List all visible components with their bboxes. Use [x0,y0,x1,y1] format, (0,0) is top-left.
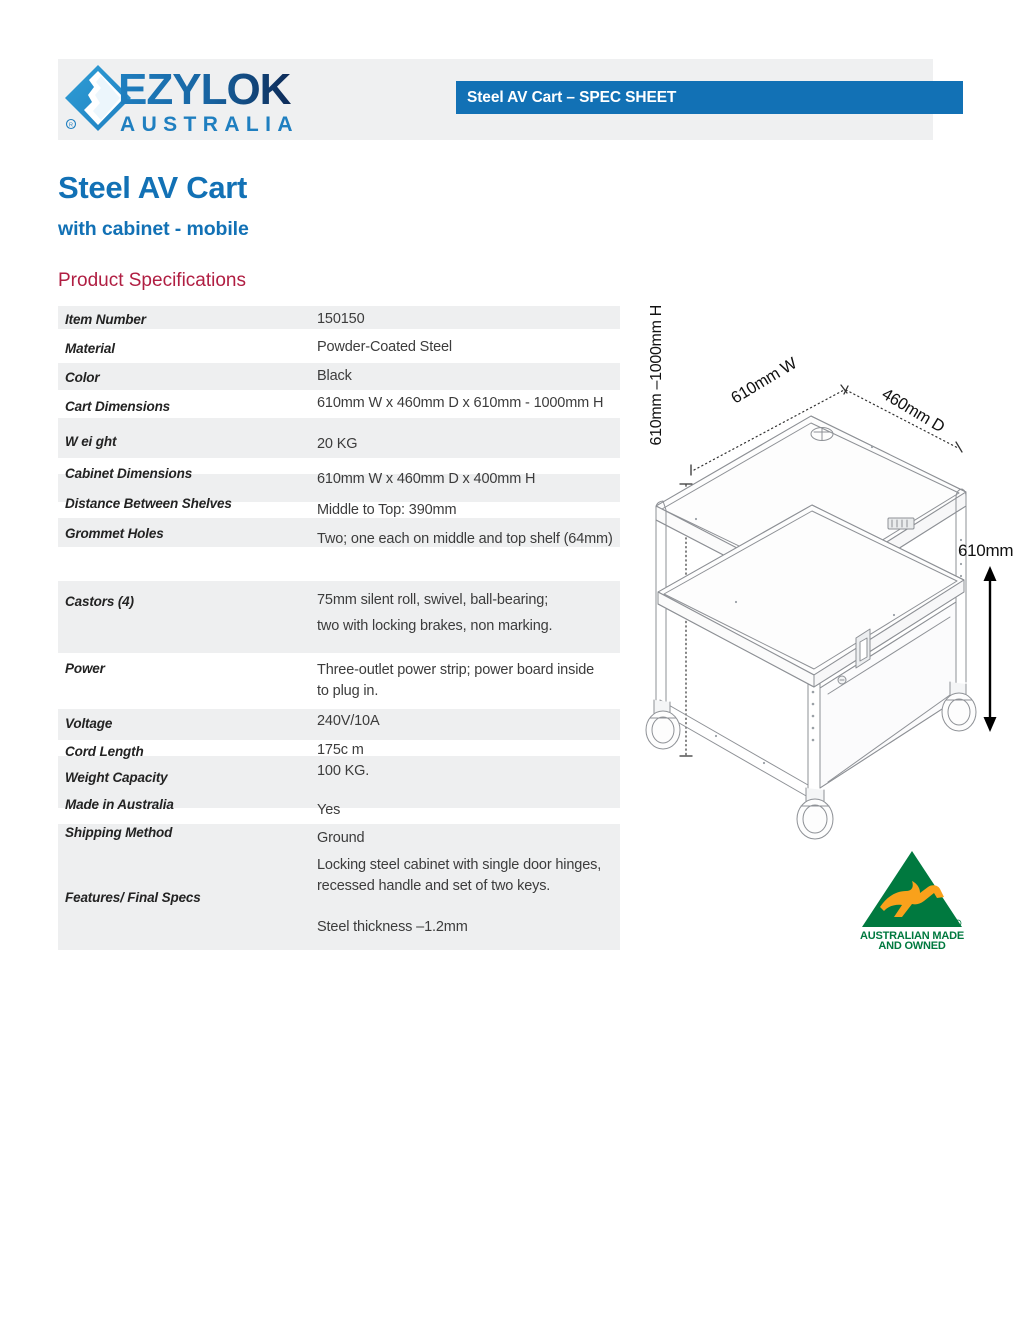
dimension-label-height: 610mm –1000mm H [648,305,665,446]
bottom-rails [659,699,809,798]
spec-label: Made in Australia [65,797,174,812]
power-strip [887,517,915,530]
spec-label: Weight Capacity [65,770,168,785]
spec-value: Black [317,368,352,384]
spec-value: Ground [317,830,365,846]
row-shading [58,854,620,950]
spec-value: 20 KG [317,436,358,452]
middle-shelf [657,504,965,688]
cabinet [819,601,957,789]
spec-label: Cabinet Dimensions [65,466,193,481]
spec-value: Powder-Coated Steel [317,339,452,355]
row-shading [58,363,620,390]
dimension-label-shelf-height: 610mm [958,541,1014,560]
spec-label: Distance Between Shelves [65,496,232,511]
aus-made-line1: AUSTRALIAN MADE [860,930,964,942]
kangaroo-icon [880,881,944,917]
row-shading [58,518,620,547]
dimension-arrow-vertical [983,566,997,732]
spec-label: Grommet Holes [65,526,164,541]
spec-label: Power [65,661,105,676]
spec-value: 100 KG. [317,763,370,779]
diamond-mark: R [65,65,131,131]
spec-label: Material [65,341,115,356]
spec-value: Three-outlet power strip; power board in… [317,662,595,699]
logo-wordmark: EZYLOK [118,65,292,114]
spec-label: Features/ Final Specs [65,890,201,905]
row-shading [58,474,620,502]
australian-made-logo: R AUSTRALIAN MADE AND OWNED [858,847,966,951]
cabinet-handle [855,628,871,669]
spec-label: Castors (4) [65,594,134,609]
spec-value: 610mm W x 460mm D x 400mm H [317,471,536,487]
section-heading-product-specifications: Product Specifications [58,270,246,291]
row-shading [58,824,620,854]
spec-value: two with locking brakes, non marking. [317,618,553,634]
product-line-drawing [636,370,1024,850]
spec-value: 610mm W x 460mm D x 610mm - 1000mm H [317,395,604,411]
page-title: Steel AV Cart [58,170,248,205]
spec-value: Steel thickness –1.2mm [317,919,468,935]
spec-value: 240V/10A [317,713,380,729]
spec-sheet-banner: Steel AV Cart – SPEC SHEET [456,81,963,114]
spec-value: Two; one each on middle and top shelf (6… [317,531,613,547]
row-shading [58,756,620,808]
dimension-ticks [679,384,963,757]
spec-label: Voltage [65,716,113,731]
row-shading [58,581,620,653]
logo-subwordmark: AUSTRALIA [120,113,299,136]
aus-made-line2: AND OWNED [878,940,946,951]
spec-label: Color [65,370,100,385]
spec-value: Middle to Top: 390mm [317,502,457,518]
row-shading [58,306,620,329]
spec-label: Shipping Method [65,825,173,840]
spec-value: Yes [317,802,341,818]
svg-text:R: R [957,921,960,926]
row-shading [58,418,620,458]
spec-value: 150150 [317,311,365,327]
spec-value: Locking steel cabinet with single door h… [317,857,602,894]
spec-label: Item Number [65,312,146,327]
row-shading [58,709,620,740]
spec-value: 75mm silent roll, swivel, ball-bearing; [317,592,549,608]
page-subtitle: with cabinet - mobile [58,218,249,240]
spec-label: Cart Dimensions [65,399,171,414]
spec-value: 175c m [317,742,364,758]
svg-text:R: R [69,123,73,129]
spec-sheet-banner-label: Steel AV Cart – SPEC SHEET [467,88,677,106]
ezylok-logo: R EZYLOK AUSTRALIA [62,62,337,138]
castors [645,681,977,840]
product-specifications-table: Item Number Material Color Cart Dimensio… [58,306,620,950]
spec-label: Cord Length [65,744,144,759]
spec-label: W ei ght [65,434,117,449]
